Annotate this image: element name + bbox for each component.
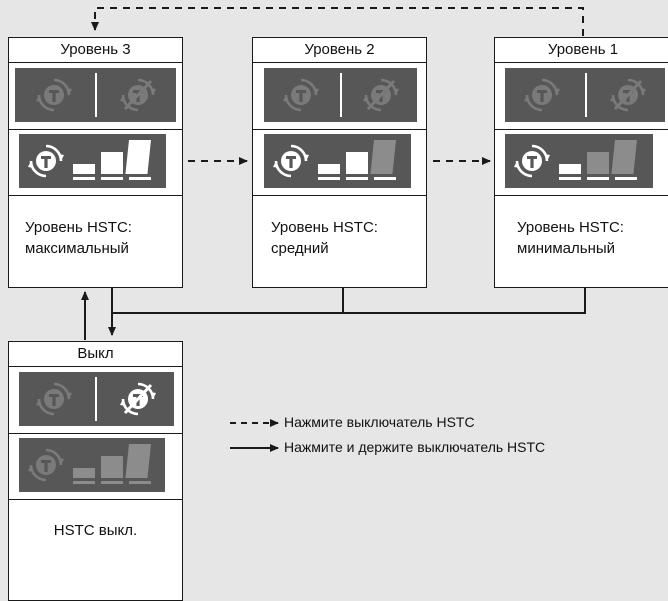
level-indicator-screen [505,134,653,188]
panel-level-3: Уровень 3 Уровень HSTC: максимальный [8,37,183,288]
panel-level-1: Уровень 1 Уровень HSTC: минимальный [494,37,668,288]
traction-control-off-icon [362,76,400,119]
separator [495,195,668,196]
panel-title: Уровень 2 [253,38,426,63]
description-line-1: Уровень HSTC: [517,219,624,236]
level-bars-icon [73,138,159,187]
separator [495,129,668,130]
traction-control-off-icon [119,76,157,119]
separator [9,129,182,130]
description-line-1: Уровень HSTC: [25,219,132,236]
description-line-2: максимальный [25,240,129,257]
traction-control-icon [27,142,65,185]
divider [340,73,342,117]
panel-level-2: Уровень 2 Уровень HSTC: средний [252,37,427,288]
panel-description: Уровень HSTC: максимальный [25,217,132,259]
level-indicator-screen [19,134,166,188]
level-indicator-screen [264,134,411,188]
traction-control-icon [35,76,73,119]
level-indicator-screen [19,438,165,492]
separator [9,195,182,196]
divider [585,73,587,117]
solid-line-from-level1 [343,288,586,314]
mode-icons-screen [505,68,665,122]
legend-press-hold-label: Нажмите и держите выключатель HSTC [284,439,546,455]
panel-description: Уровень HSTC: минимальный [517,217,624,259]
description-line-2: минимальный [517,240,616,257]
panel-title: Уровень 3 [9,38,182,63]
traction-control-off-icon [609,76,647,119]
panel-off: Выкл HSTC выкл. [8,341,183,601]
level-bars-icon [73,442,159,491]
description-line-1: Уровень HSTC: [271,219,378,236]
traction-control-off-icon [119,380,157,423]
traction-control-icon [272,142,310,185]
panel-title: Выкл [9,342,182,367]
traction-control-icon [282,76,320,119]
level-bars-icon [559,138,645,187]
description-line-1: HSTC выкл. [53,522,138,539]
separator [253,129,426,130]
panel-title: Уровень 1 [495,38,668,63]
mode-icons-screen [264,68,417,122]
traction-control-icon [35,380,73,423]
separator [9,499,182,500]
panel-description: Уровень HSTC: средний [271,217,378,259]
divider [95,73,97,117]
mode-icons-screen [15,68,176,122]
panel-description: HSTC выкл. [9,520,182,541]
level-bars-icon [318,138,404,187]
traction-control-icon [523,76,561,119]
traction-control-icon [27,446,65,489]
traction-control-icon [513,142,551,185]
divider [95,377,97,421]
separator [9,433,182,434]
dashed-loop-arrow [91,7,584,36]
solid-line-from-levels [112,288,344,314]
mode-icons-screen [19,372,174,426]
separator [253,195,426,196]
legend-press-label: Нажмите выключатель HSTC [284,414,475,430]
description-line-2: средний [271,240,329,257]
